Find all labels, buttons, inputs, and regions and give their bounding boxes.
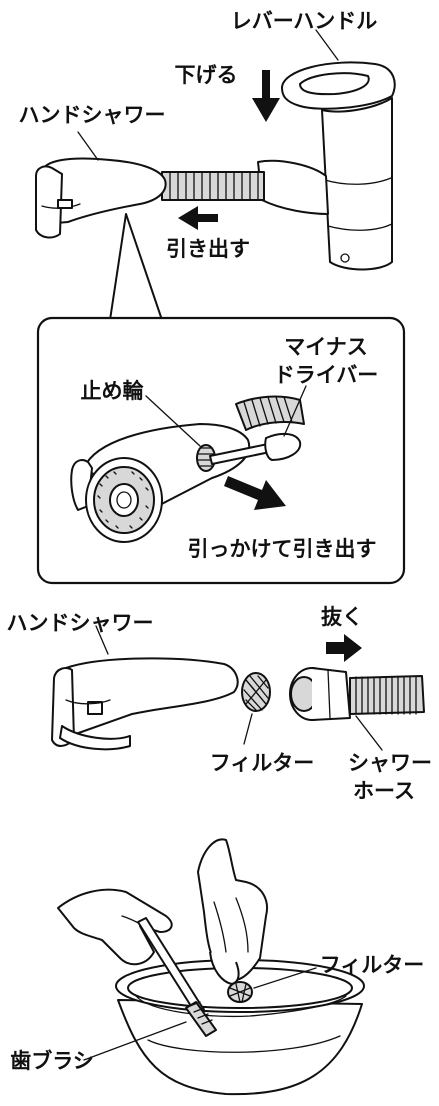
shower-hose-label-line1: シャワー xyxy=(348,751,432,775)
filter-leader xyxy=(243,713,253,745)
remove-label: 抜く xyxy=(321,605,363,629)
filter-part xyxy=(241,672,271,712)
ring-leader xyxy=(145,395,201,447)
hand-shower-leader xyxy=(77,131,99,161)
faucet-body xyxy=(257,61,396,271)
hand-shower-detached xyxy=(51,657,239,751)
push-down-label: 下げる xyxy=(175,63,238,87)
detail-hose xyxy=(235,395,305,431)
right-arrow xyxy=(326,634,362,662)
filter-label: フィルター xyxy=(210,751,315,775)
screwdriver-leader xyxy=(283,385,307,437)
right-hand xyxy=(197,838,268,985)
pull-out-arrow xyxy=(224,476,286,510)
filter-in-hand xyxy=(227,981,253,1003)
hand-shower-label-2: ハンドシャワー xyxy=(7,611,154,635)
screwdriver-label-line2: ドライバー xyxy=(274,363,379,387)
lever-handle-label: レバーハンドル xyxy=(231,9,378,33)
left-arrow xyxy=(178,206,218,230)
hand-shower-leader-2 xyxy=(95,625,109,655)
shower-hose-label-line2: ホース xyxy=(353,779,415,803)
toothbrush-label: 歯ブラシ xyxy=(10,1049,94,1073)
filter-leader-3 xyxy=(253,967,317,989)
flat-screwdriver xyxy=(209,432,302,465)
lever-leader xyxy=(315,29,339,61)
hand-shower-head xyxy=(35,157,167,239)
filter-label-3: フィルター xyxy=(320,953,425,977)
screwdriver-label-line1: マイナス xyxy=(284,335,368,359)
down-arrow xyxy=(252,70,280,122)
pull-out-label: 引き出す xyxy=(166,237,250,261)
shower-hose xyxy=(161,171,265,201)
hand-shower-label: ハンドシャワー xyxy=(19,103,166,127)
callout-pointer xyxy=(109,213,163,321)
hook-and-pull-label: 引っかけて引き出す xyxy=(188,537,377,561)
hose-leader xyxy=(355,715,383,751)
left-hand xyxy=(57,888,173,966)
toothbrush-leader xyxy=(83,1021,187,1061)
water-bowl xyxy=(115,959,365,1096)
shower-hose-end xyxy=(289,667,425,721)
toothbrush xyxy=(137,917,217,1037)
retaining-ring-label: 止め輪 xyxy=(81,379,145,403)
